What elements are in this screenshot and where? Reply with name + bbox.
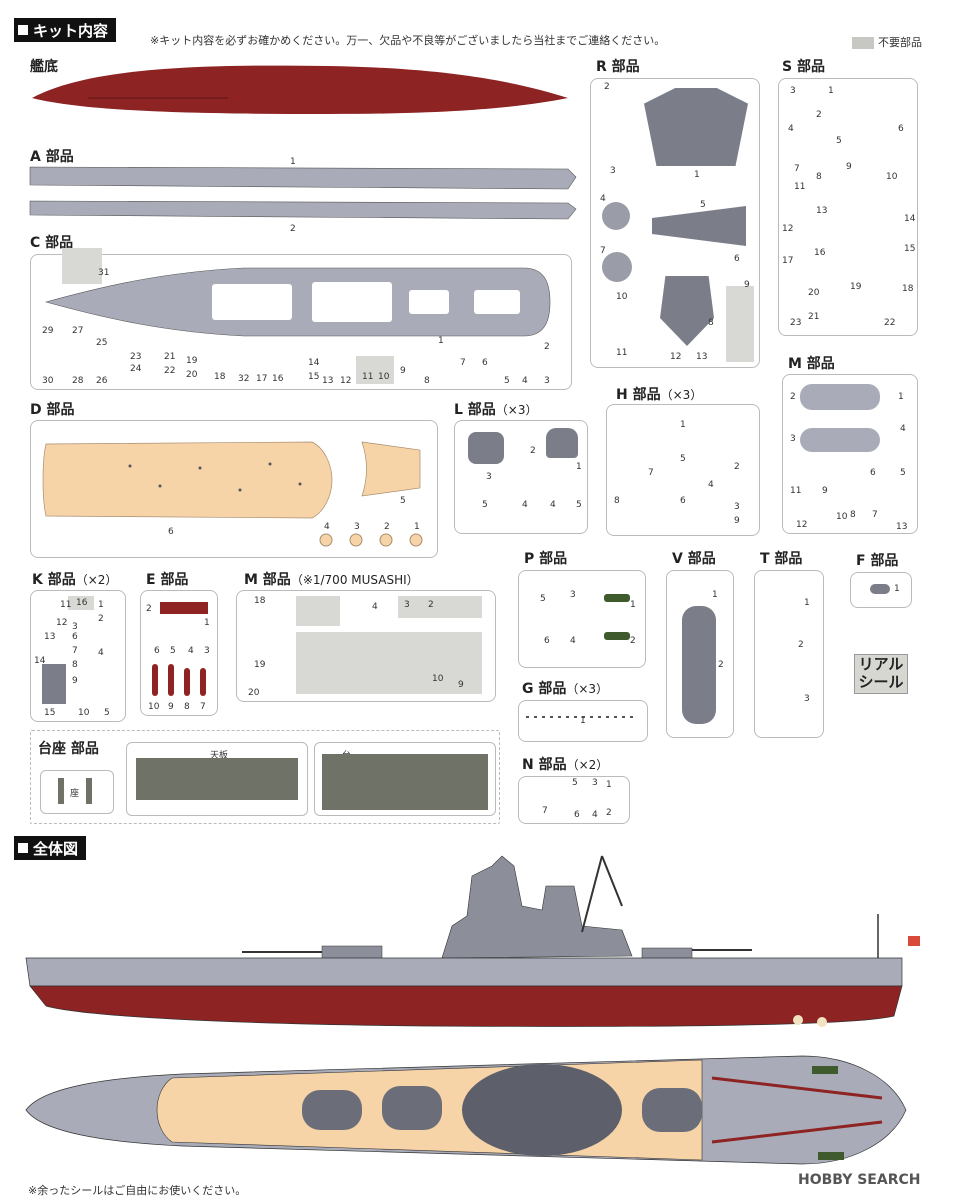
p-parts-label: P 部品	[524, 551, 568, 567]
p-parts-frame	[518, 570, 646, 668]
a-parts-label: A 部品	[30, 149, 74, 165]
e-part-10	[152, 664, 158, 696]
l-parts-label: L 部品（×3）	[454, 402, 538, 418]
n-parts-frame	[518, 776, 630, 824]
e-part-7	[200, 668, 206, 696]
overview-header: 全体図	[14, 836, 87, 860]
s-parts-frame	[778, 78, 918, 336]
real-seal-decal: リアル シール	[854, 654, 908, 694]
r-parts-label: R 部品	[596, 59, 640, 75]
ship-side-view	[25, 855, 920, 1027]
l-part-3-turret	[468, 432, 504, 464]
r-part-1	[644, 88, 748, 166]
t-parts-label: T 部品	[760, 551, 803, 567]
m-part-2	[800, 384, 880, 410]
watermark: HOBBY SEARCH	[798, 1172, 921, 1188]
c-parts-label: C 部品	[30, 235, 74, 251]
e-part-1	[160, 602, 208, 614]
t-parts-frame	[754, 570, 824, 738]
f-parts-label: F 部品	[856, 553, 899, 569]
g-parts-label: G 部品（×3）	[522, 681, 609, 697]
r-part-4	[602, 202, 630, 230]
s-parts-label: S 部品	[782, 59, 825, 75]
stand-seat-left	[58, 778, 64, 804]
legend-unused: 不要部品	[852, 34, 922, 50]
c-part-10-11-unused	[356, 356, 394, 384]
c-part-31-unused	[62, 248, 102, 284]
overview-footnote: ※余ったシールはご自由にお使いください。	[28, 1184, 247, 1197]
musashi-parts-label: M 部品（※1/700 MUSASHI）	[244, 572, 419, 588]
ship-top-view	[25, 1055, 907, 1165]
n-parts-label: N 部品（×2）	[522, 757, 609, 773]
stand-top-board	[136, 758, 298, 800]
r-part-7	[602, 252, 632, 282]
a-parts-sprue	[29, 166, 577, 220]
e-part-9	[168, 664, 174, 696]
square-icon	[18, 843, 28, 853]
stand-parts-label: 台座 部品	[38, 741, 99, 757]
e-parts-label: E 部品	[146, 572, 189, 588]
g-parts-frame	[518, 700, 648, 742]
musashi-unused-1	[296, 596, 340, 626]
hull-bottom-part	[32, 65, 568, 114]
v-part-2-catapult	[682, 606, 716, 724]
m-part-3	[800, 428, 880, 452]
k-parts-label: K 部品（×2）	[32, 572, 118, 588]
l-part-1-turret	[546, 428, 578, 458]
m-parts-label: M 部品	[788, 356, 835, 372]
d-parts-label: D 部品	[30, 402, 75, 418]
musashi-unused-2	[398, 596, 482, 618]
d-parts-propellers	[319, 533, 423, 547]
h-parts-frame	[606, 404, 760, 536]
hull-label: 艦底	[30, 59, 58, 75]
g-part-1-rail	[526, 716, 638, 718]
k-part-16-unused	[68, 596, 94, 610]
musashi-unused-3	[296, 632, 482, 694]
r-part-9-unused	[726, 286, 754, 362]
f-part-1	[870, 584, 890, 594]
stand-seat-frame	[40, 770, 114, 814]
stand-seat-right	[86, 778, 92, 804]
d-parts-deck-6	[42, 441, 333, 519]
v-parts-label: V 部品	[672, 551, 716, 567]
unused-swatch	[852, 37, 874, 49]
c-parts-deck	[44, 267, 551, 337]
p-part-2-plane	[604, 632, 630, 640]
square-icon	[18, 25, 28, 35]
h-parts-label: H 部品（×3）	[616, 387, 703, 403]
p-part-1-plane	[604, 594, 630, 602]
kit-note: ※キット内容を必ずお確かめください。万一、欠品や不良等がございましたら当社までご…	[150, 34, 666, 47]
d-parts-deck-5	[361, 441, 421, 497]
k-part-15	[42, 664, 66, 704]
stand-base-board	[322, 754, 488, 810]
kit-contents-header: キット内容	[14, 18, 117, 42]
e-part-8	[184, 668, 190, 696]
